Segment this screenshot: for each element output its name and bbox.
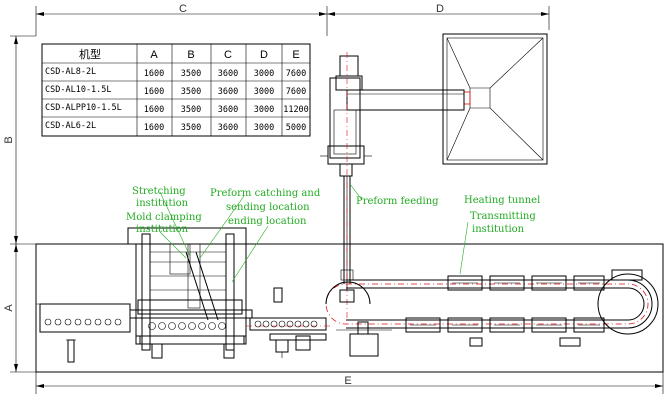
dimension-a: A (3, 244, 36, 373)
note-ending-location: ending location (228, 216, 307, 227)
table-cell: 5000 (286, 123, 306, 133)
preform-hopper (442, 33, 548, 165)
table-cell: 11200 (283, 105, 309, 115)
dimension-b: B (3, 35, 36, 245)
dimension-label-c: C (179, 3, 187, 15)
bolt-row (44, 318, 122, 326)
table-cell: 3600 (218, 123, 238, 133)
dimension-label-b: B (3, 136, 15, 143)
table-cell: 1600 (144, 123, 164, 133)
note-mold-institution: institution (136, 224, 189, 235)
table-header-d: D (260, 49, 268, 61)
table-cell: 3000 (254, 87, 274, 97)
note-stretching-institution: institution (136, 198, 189, 209)
note-sending-location: sending location (226, 202, 310, 213)
mold-cavity-row (148, 322, 226, 330)
dimension-d: D (327, 3, 550, 30)
table-row: CSD-ALPP10-1.5L 1600 3500 3600 3000 1120… (45, 103, 309, 115)
table-row: CSD-AL10-1.5L 1600 3500 3600 3000 7600 (45, 85, 306, 97)
note-heating-tunnel: Heating tunnel (464, 195, 540, 206)
table-cell: 3600 (218, 105, 238, 115)
table-cell: 3600 (218, 69, 238, 79)
dimension-label-d: D (436, 3, 444, 15)
table-cell: 1600 (144, 105, 164, 115)
dimension-e: E (35, 372, 664, 394)
heater-modules-upper (447, 275, 605, 291)
note-stretching: Stretching (132, 186, 186, 197)
table-cell: 7600 (286, 87, 306, 97)
heating-tunnel (325, 269, 659, 357)
table-cell: CSD-ALPP10-1.5L (45, 103, 122, 113)
table-cell: 3000 (254, 69, 274, 79)
table-header-c: C (224, 49, 232, 61)
table-cell: CSD-AL8-2L (45, 67, 96, 77)
note-preform-catching: Preform catching and (210, 188, 321, 199)
heater-modules-lower (405, 317, 605, 333)
table-header-model: 机型 (79, 47, 101, 61)
table-header-b: B (187, 49, 194, 61)
table-header-a: A (150, 49, 158, 61)
preform-feeding-unit (320, 52, 372, 320)
note-preform-feeding: Preform feeding (356, 196, 439, 207)
transfer-chain-links (254, 320, 318, 328)
table-cell: 3500 (181, 105, 201, 115)
table-cell: 1600 (144, 87, 164, 97)
feed-conveyor (346, 89, 465, 111)
table-cell: 3500 (181, 87, 201, 97)
dimension-c: C (35, 3, 328, 36)
table-cell: 3500 (181, 69, 201, 79)
annotations: Stretching institution Mold clamping ins… (126, 186, 540, 235)
table-cell: 3000 (254, 105, 274, 115)
transfer-unit (246, 287, 330, 358)
spec-table: 机型 A B C D E CSD-AL8-2L 1600 3500 3600 3… (41, 43, 311, 137)
note-mold-clamping: Mold clamping (126, 212, 202, 223)
note-transmitting: Transmitting (470, 211, 536, 222)
table-header-e: E (292, 49, 299, 61)
table-cell: 3600 (218, 87, 238, 97)
note-institution: institution (472, 224, 525, 235)
dimension-label-a: A (3, 304, 15, 312)
table-cell: CSD-AL10-1.5L (45, 85, 112, 95)
table-cell: 7600 (286, 69, 306, 79)
stretch-blow-unit (127, 227, 253, 359)
table-cell: CSD-AL6-2L (45, 121, 96, 131)
table-row: CSD-AL6-2L 1600 3500 3600 3000 5000 (45, 121, 306, 133)
table-cell: 3000 (254, 123, 274, 133)
table-cell: 3500 (181, 123, 201, 133)
table-row: CSD-AL8-2L 1600 3500 3600 3000 7600 (45, 67, 306, 79)
table-cell: 1600 (144, 69, 164, 79)
leader-lines (159, 183, 469, 283)
dimension-label-e: E (344, 375, 351, 387)
